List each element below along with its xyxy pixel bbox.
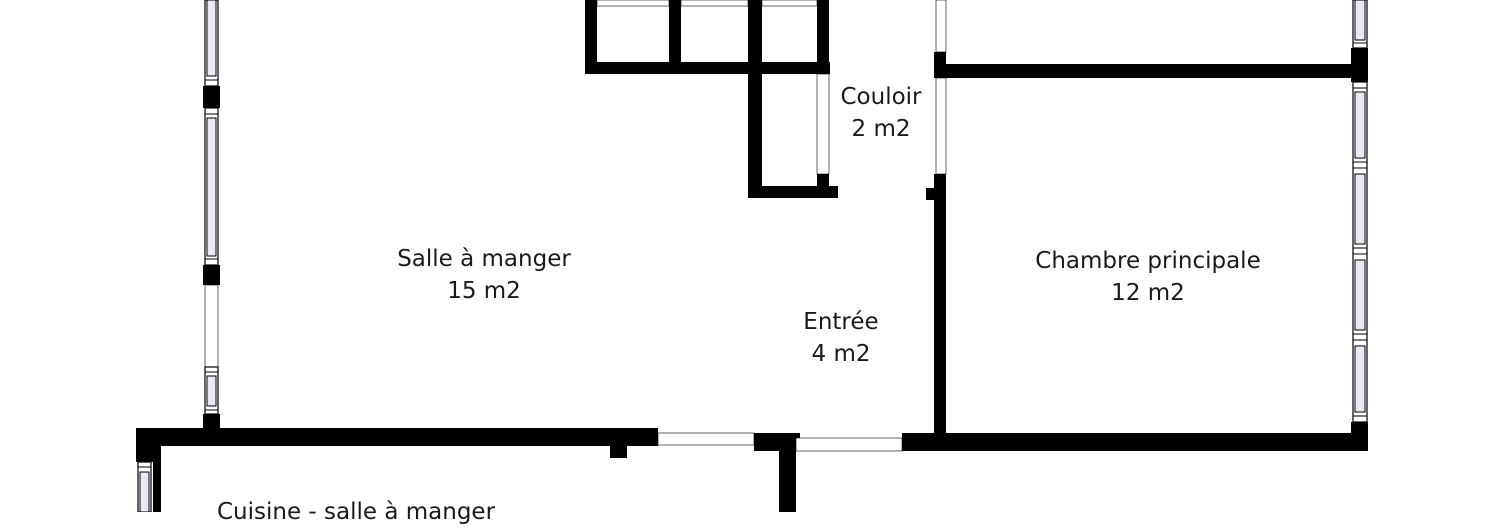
room-area: 12 m2	[1111, 280, 1185, 306]
window	[137, 461, 152, 513]
wall	[934, 64, 1368, 78]
wall	[203, 86, 220, 108]
closet-opening	[596, 0, 670, 7]
wall	[203, 265, 220, 285]
room-name: Salle à manger	[397, 246, 571, 272]
window	[1352, 0, 1368, 49]
floor-plan: Couloir 2 m2 Salle à manger 15 m2 Entrée…	[136, 0, 1368, 525]
window	[204, 366, 219, 415]
wall	[748, 0, 762, 198]
window	[1352, 81, 1368, 423]
wall	[902, 433, 1368, 451]
room-name: Cuisine - salle à manger	[216, 499, 496, 525]
room-name: Chambre principale	[1035, 248, 1261, 274]
corridor-opening	[816, 73, 830, 175]
room-label-salle-a-manger: Salle à manger 15 m2	[397, 243, 571, 307]
room-area: 4 m2	[811, 341, 871, 367]
wall	[153, 446, 161, 512]
window	[204, 107, 219, 266]
wall	[136, 428, 153, 462]
wall	[136, 428, 658, 446]
wall-opening	[204, 284, 219, 368]
floor-plan-drawing	[136, 0, 1368, 513]
wall	[817, 174, 829, 196]
room-area: 2 m2	[851, 116, 911, 142]
entry-door-opening	[795, 437, 903, 452]
wall	[610, 440, 627, 458]
room-area: 15 m2	[447, 278, 521, 304]
openings	[204, 0, 947, 452]
wall	[669, 0, 681, 72]
room-label-chambre-principale: Chambre principale 12 m2	[1035, 245, 1260, 309]
room-name: Couloir	[840, 84, 922, 110]
wall	[817, 0, 829, 72]
bedroom-door-opening	[935, 0, 947, 53]
wall	[934, 188, 946, 438]
wall	[585, 0, 597, 72]
wall	[779, 433, 796, 512]
walls	[136, 0, 1368, 512]
room-label-couloir: Couloir 2 m2	[840, 81, 921, 145]
wall	[1351, 48, 1368, 82]
closet-opening	[761, 0, 818, 7]
wall	[585, 62, 830, 74]
room-name: Entrée	[803, 309, 879, 335]
room-label-entree: Entrée 4 m2	[803, 306, 878, 370]
wall	[748, 186, 838, 198]
room-label-cuisine: Cuisine - salle à manger	[217, 496, 495, 528]
bedroom-door-opening	[935, 77, 947, 175]
kitchen-door-opening	[657, 432, 755, 446]
wall	[1351, 422, 1368, 451]
closet-opening	[680, 0, 749, 7]
window	[204, 0, 219, 87]
windows	[137, 0, 1368, 513]
